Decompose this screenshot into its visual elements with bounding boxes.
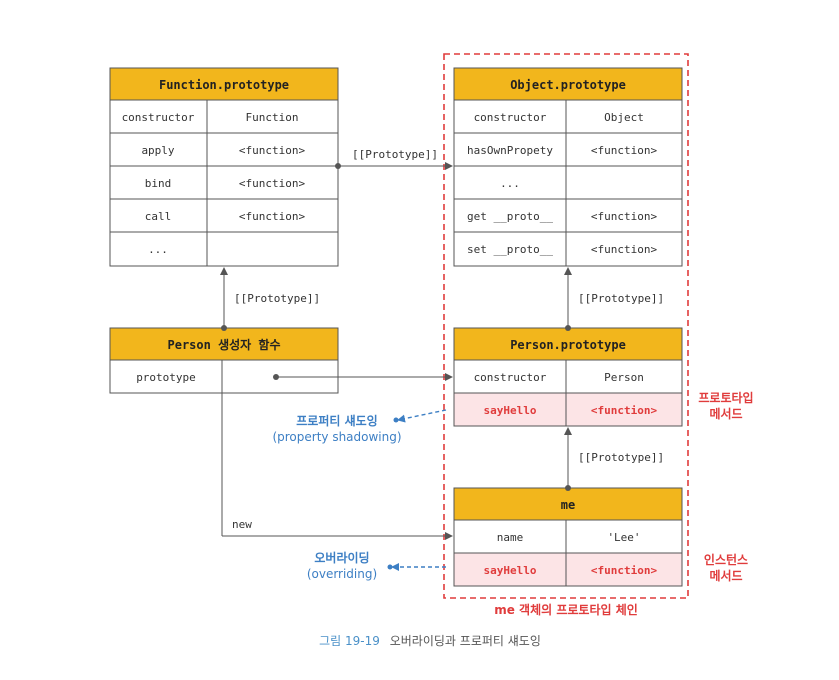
prototype-method-line1: 프로토타입 xyxy=(698,390,753,405)
table-cell: prototype xyxy=(136,371,196,384)
new-instance-link: new xyxy=(221,393,453,540)
table-cell-highlight: sayHello xyxy=(484,404,537,417)
prototype-chain-region xyxy=(443,53,689,599)
table-cell: bind xyxy=(145,177,172,190)
prototype-link-label: [[Prototype]] xyxy=(578,451,664,464)
instance-method-note: 인스턴스 메서드 xyxy=(704,552,748,583)
prototype-link-personproto-to-object: [[Prototype]] xyxy=(564,267,664,331)
person-constructor-title: Person 생성자 함수 xyxy=(168,337,281,352)
shadowing-label-en: (property shadowing) xyxy=(272,430,401,444)
prototype-link-me-to-personproto: [[Prototype]] xyxy=(564,427,664,491)
table-cell: <function> xyxy=(239,144,306,157)
table-cell: ... xyxy=(148,243,168,256)
table-cell: <function> xyxy=(591,144,658,157)
shadowing-annotation: 프로퍼티 섀도잉 (property shadowing) xyxy=(272,409,447,444)
table-cell: set __proto__ xyxy=(467,243,553,256)
prototype-property-link xyxy=(273,373,453,381)
table-cell-highlight: <function> xyxy=(591,404,658,417)
table-cell: <function> xyxy=(239,210,306,223)
overriding-annotation: 오버라이딩 (overriding) xyxy=(307,550,446,581)
table-cell: apply xyxy=(141,144,174,157)
prototype-link-function-to-object: [[Prototype]] xyxy=(335,148,453,170)
svg-text:그림 19-19 오버라이딩과 프로퍼티 섀도잉: 그림 19-19 오버라이딩과 프로퍼티 섀도잉 xyxy=(319,634,541,648)
table-cell: hasOwnPropety xyxy=(467,144,553,157)
table-cell: constructor xyxy=(474,371,547,384)
table-cell: constructor xyxy=(474,111,547,124)
person-prototype-title: Person.prototype xyxy=(510,338,626,352)
me-title: me xyxy=(561,498,575,512)
overriding-label-ko: 오버라이딩 xyxy=(314,550,369,565)
table-cell: 'Lee' xyxy=(607,531,640,544)
prototype-method-note: 프로토타입 메서드 xyxy=(698,390,753,421)
table-cell: <function> xyxy=(591,243,658,256)
new-label: new xyxy=(232,518,252,531)
function-prototype-title: Function.prototype xyxy=(159,78,289,92)
caption-text: 오버라이딩과 프로퍼티 섀도잉 xyxy=(390,634,541,648)
person-prototype-table: Person.prototype constructor Person sayH… xyxy=(453,327,683,427)
table-cell: <function> xyxy=(591,210,658,223)
table-cell: constructor xyxy=(122,111,195,124)
object-prototype-title: Object.prototype xyxy=(510,78,626,92)
table-cell-highlight: <function> xyxy=(591,564,658,577)
table-cell-highlight: sayHello xyxy=(484,564,537,577)
prototype-method-line2: 메서드 xyxy=(709,406,742,421)
prototype-link-label: [[Prototype]] xyxy=(234,292,320,305)
instance-method-line1: 인스턴스 xyxy=(704,552,748,567)
prototype-link-label: [[Prototype]] xyxy=(578,292,664,305)
prototype-chain-label: me 객체의 프로토타입 체인 xyxy=(494,602,638,617)
table-cell: Function xyxy=(246,111,299,124)
instance-method-line2: 메서드 xyxy=(709,568,742,583)
table-cell: Object xyxy=(604,111,644,124)
table-cell: Person xyxy=(604,371,644,384)
overriding-label-en: (overriding) xyxy=(307,567,377,581)
table-cell: <function> xyxy=(239,177,306,190)
caption-number: 그림 19-19 xyxy=(319,634,380,648)
prototype-link-label: [[Prototype]] xyxy=(352,148,438,161)
prototype-link-person-to-function: [[Prototype]] xyxy=(220,267,320,331)
shadowing-label-ko: 프로퍼티 섀도잉 xyxy=(296,413,377,428)
table-cell: ... xyxy=(500,177,520,190)
function-prototype-table: Function.prototype constructor Function … xyxy=(109,67,339,267)
object-prototype-table: Object.prototype constructor Object hasO… xyxy=(453,67,683,267)
table-cell: call xyxy=(145,210,172,223)
table-cell: name xyxy=(497,531,524,544)
table-cell: get __proto__ xyxy=(467,210,553,223)
person-constructor-table: Person 생성자 함수 prototype xyxy=(109,327,339,394)
me-table: me name 'Lee' sayHello <function> xyxy=(453,487,683,587)
figure-caption: 그림 19-19 오버라이딩과 프로퍼티 섀도잉 xyxy=(319,634,541,648)
